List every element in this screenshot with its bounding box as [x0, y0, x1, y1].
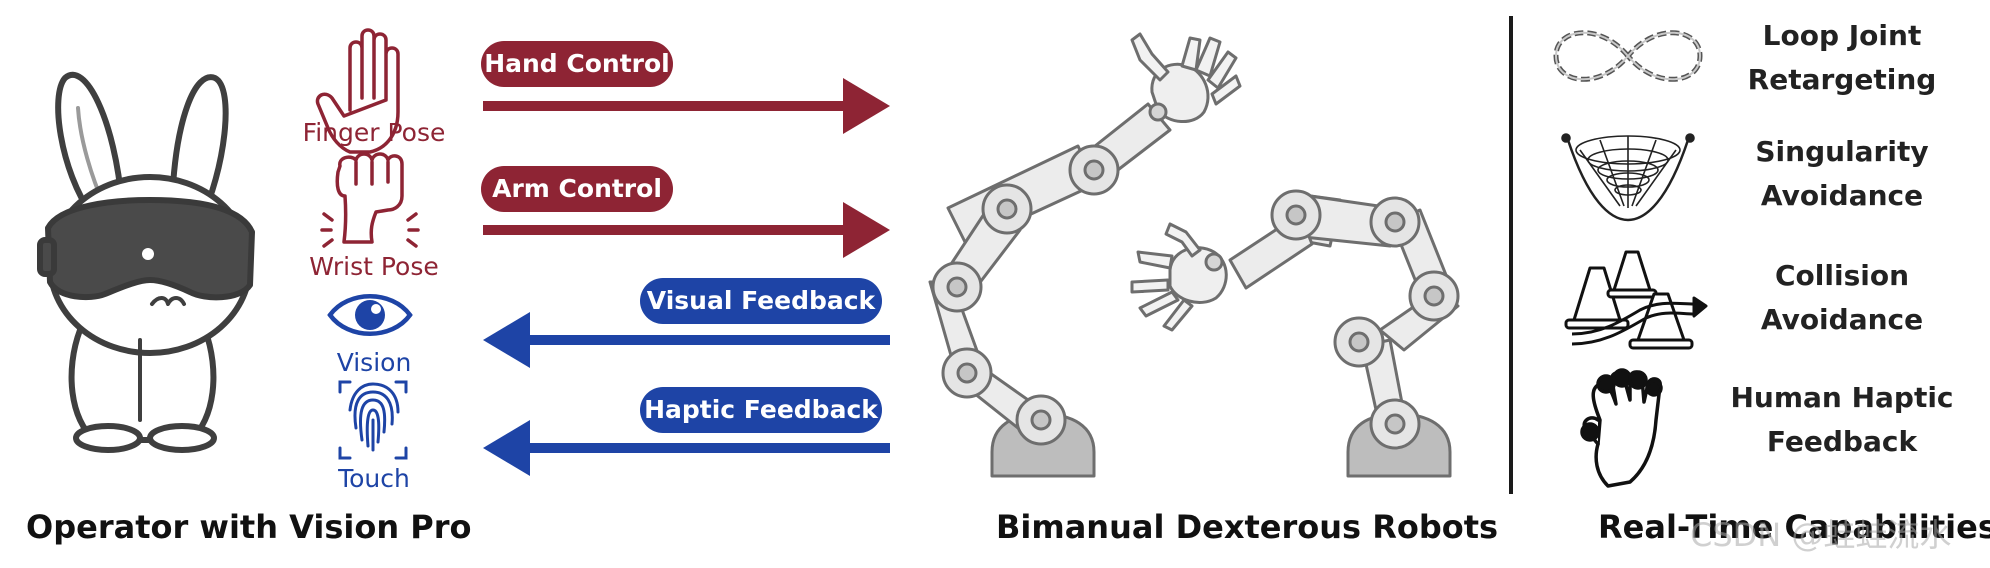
capability-line1: Loop Joint	[1762, 19, 1922, 52]
eye-icon	[327, 294, 413, 336]
capability-line1: Singularity	[1755, 135, 1929, 168]
capabilities-caption: Real-Time Capabilities	[1598, 508, 1990, 546]
capability-collision: Collision Avoidance	[1712, 254, 1972, 342]
fingerprint-icon	[338, 380, 408, 460]
hand-control-label: Hand Control	[481, 41, 673, 87]
capability-line1: Human Haptic	[1730, 381, 1954, 414]
arm-control-label: Arm Control	[481, 166, 673, 212]
robot-arms-figure	[928, 32, 1460, 478]
wrist-pose-label: Wrist Pose	[309, 252, 439, 281]
visual-feedback-arrow	[483, 312, 890, 368]
touch-hand-icon	[1580, 368, 1663, 488]
capability-singularity: Singularity Avoidance	[1712, 130, 1972, 218]
robots-caption: Bimanual Dexterous Robots	[996, 508, 1499, 546]
arm-control-arrow	[483, 202, 890, 258]
traffic-cones-icon	[1564, 250, 1708, 350]
capability-loop-joint: Loop Joint Retargeting	[1712, 14, 1972, 102]
open-hand-icon	[315, 28, 400, 154]
bunny-left-foot	[73, 423, 143, 453]
capability-haptic: Human Haptic Feedback	[1712, 376, 1972, 464]
capability-line2: Feedback	[1766, 425, 1918, 458]
haptic-feedback-label: Haptic Feedback	[640, 387, 882, 433]
bunny-left-ear	[55, 71, 125, 218]
capability-line1: Collision	[1774, 259, 1909, 292]
chain-loop-icon	[1553, 30, 1703, 82]
operator-bunny-figure	[37, 71, 255, 453]
funnel-surface-icon	[1561, 133, 1695, 222]
haptic-feedback-arrow	[483, 420, 890, 476]
section-divider	[1509, 16, 1513, 494]
raised-fist-icon	[320, 152, 420, 248]
vision-label: Vision	[336, 348, 412, 377]
hand-control-arrow	[483, 78, 890, 134]
visual-feedback-label: Visual Feedback	[640, 278, 882, 324]
bunny-right-foot	[147, 423, 217, 453]
capability-line2: Avoidance	[1760, 303, 1924, 336]
touch-label: Touch	[338, 464, 410, 493]
capability-line2: Retargeting	[1747, 63, 1937, 96]
capability-line2: Avoidance	[1760, 179, 1924, 212]
operator-caption: Operator with Vision Pro	[26, 508, 472, 546]
csdn-watermark: CSDN @蛙蛙流水	[1690, 516, 1952, 554]
finger-pose-label: Finger Pose	[302, 118, 446, 147]
